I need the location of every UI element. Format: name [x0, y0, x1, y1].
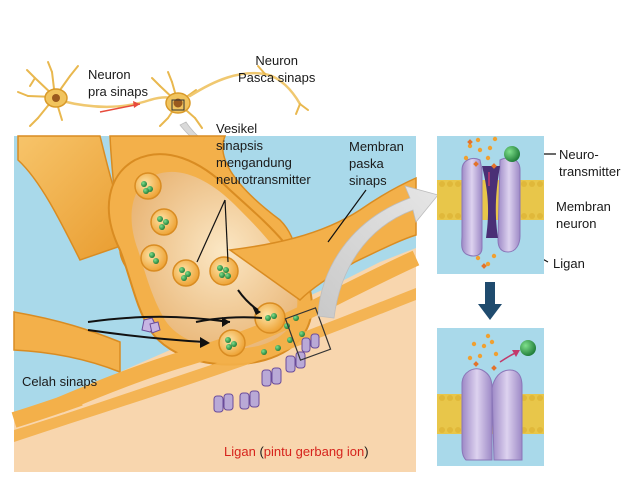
- ion-channel-receptors: [213, 333, 320, 413]
- cleft-channel: [141, 317, 161, 334]
- vesicle: [172, 259, 200, 287]
- vesicle: [134, 172, 162, 200]
- label-neurotransmitter: Neuro- transmitter: [559, 147, 621, 179]
- channel-open-panel: [437, 328, 544, 466]
- label-postsynaptic-membrane: Membran paska sinaps: [349, 139, 404, 188]
- label-presynaptic-neuron: Neuron pra sinaps: [88, 67, 148, 99]
- synaptic-vesicles: [134, 172, 286, 357]
- transition-arrow: [478, 282, 502, 320]
- label-ligand: Ligan: [553, 256, 585, 271]
- label-synaptic-cleft: Celah sinaps: [22, 374, 98, 389]
- label-synaptic-vesicles: Vesikel sinapsis mengandung neurotransmi…: [216, 121, 311, 187]
- vesicle: [140, 244, 168, 272]
- vesicle-movement-arrows: [87, 289, 263, 343]
- paren-close: ): [364, 444, 369, 459]
- label-neuron-membrane: Membran neuron: [556, 199, 611, 231]
- axon-terminal: [11, 135, 420, 442]
- paren-open: (: [259, 444, 264, 459]
- vesicle: [209, 256, 239, 286]
- zoom-arrow: [317, 185, 439, 319]
- label-ligand-ion-gate: Ligan (pintu gerbang ion): [224, 443, 369, 460]
- vesicle: [150, 208, 178, 236]
- zoom-box: [284, 307, 332, 361]
- ion-gate-text: pintu gerbang ion: [263, 444, 365, 459]
- label-postsynaptic-neuron: Neuron Pasca sinaps: [238, 53, 316, 85]
- vesicle: [218, 329, 246, 357]
- channel-closed-panel: [437, 136, 544, 274]
- ligand-text: Ligan: [224, 444, 256, 459]
